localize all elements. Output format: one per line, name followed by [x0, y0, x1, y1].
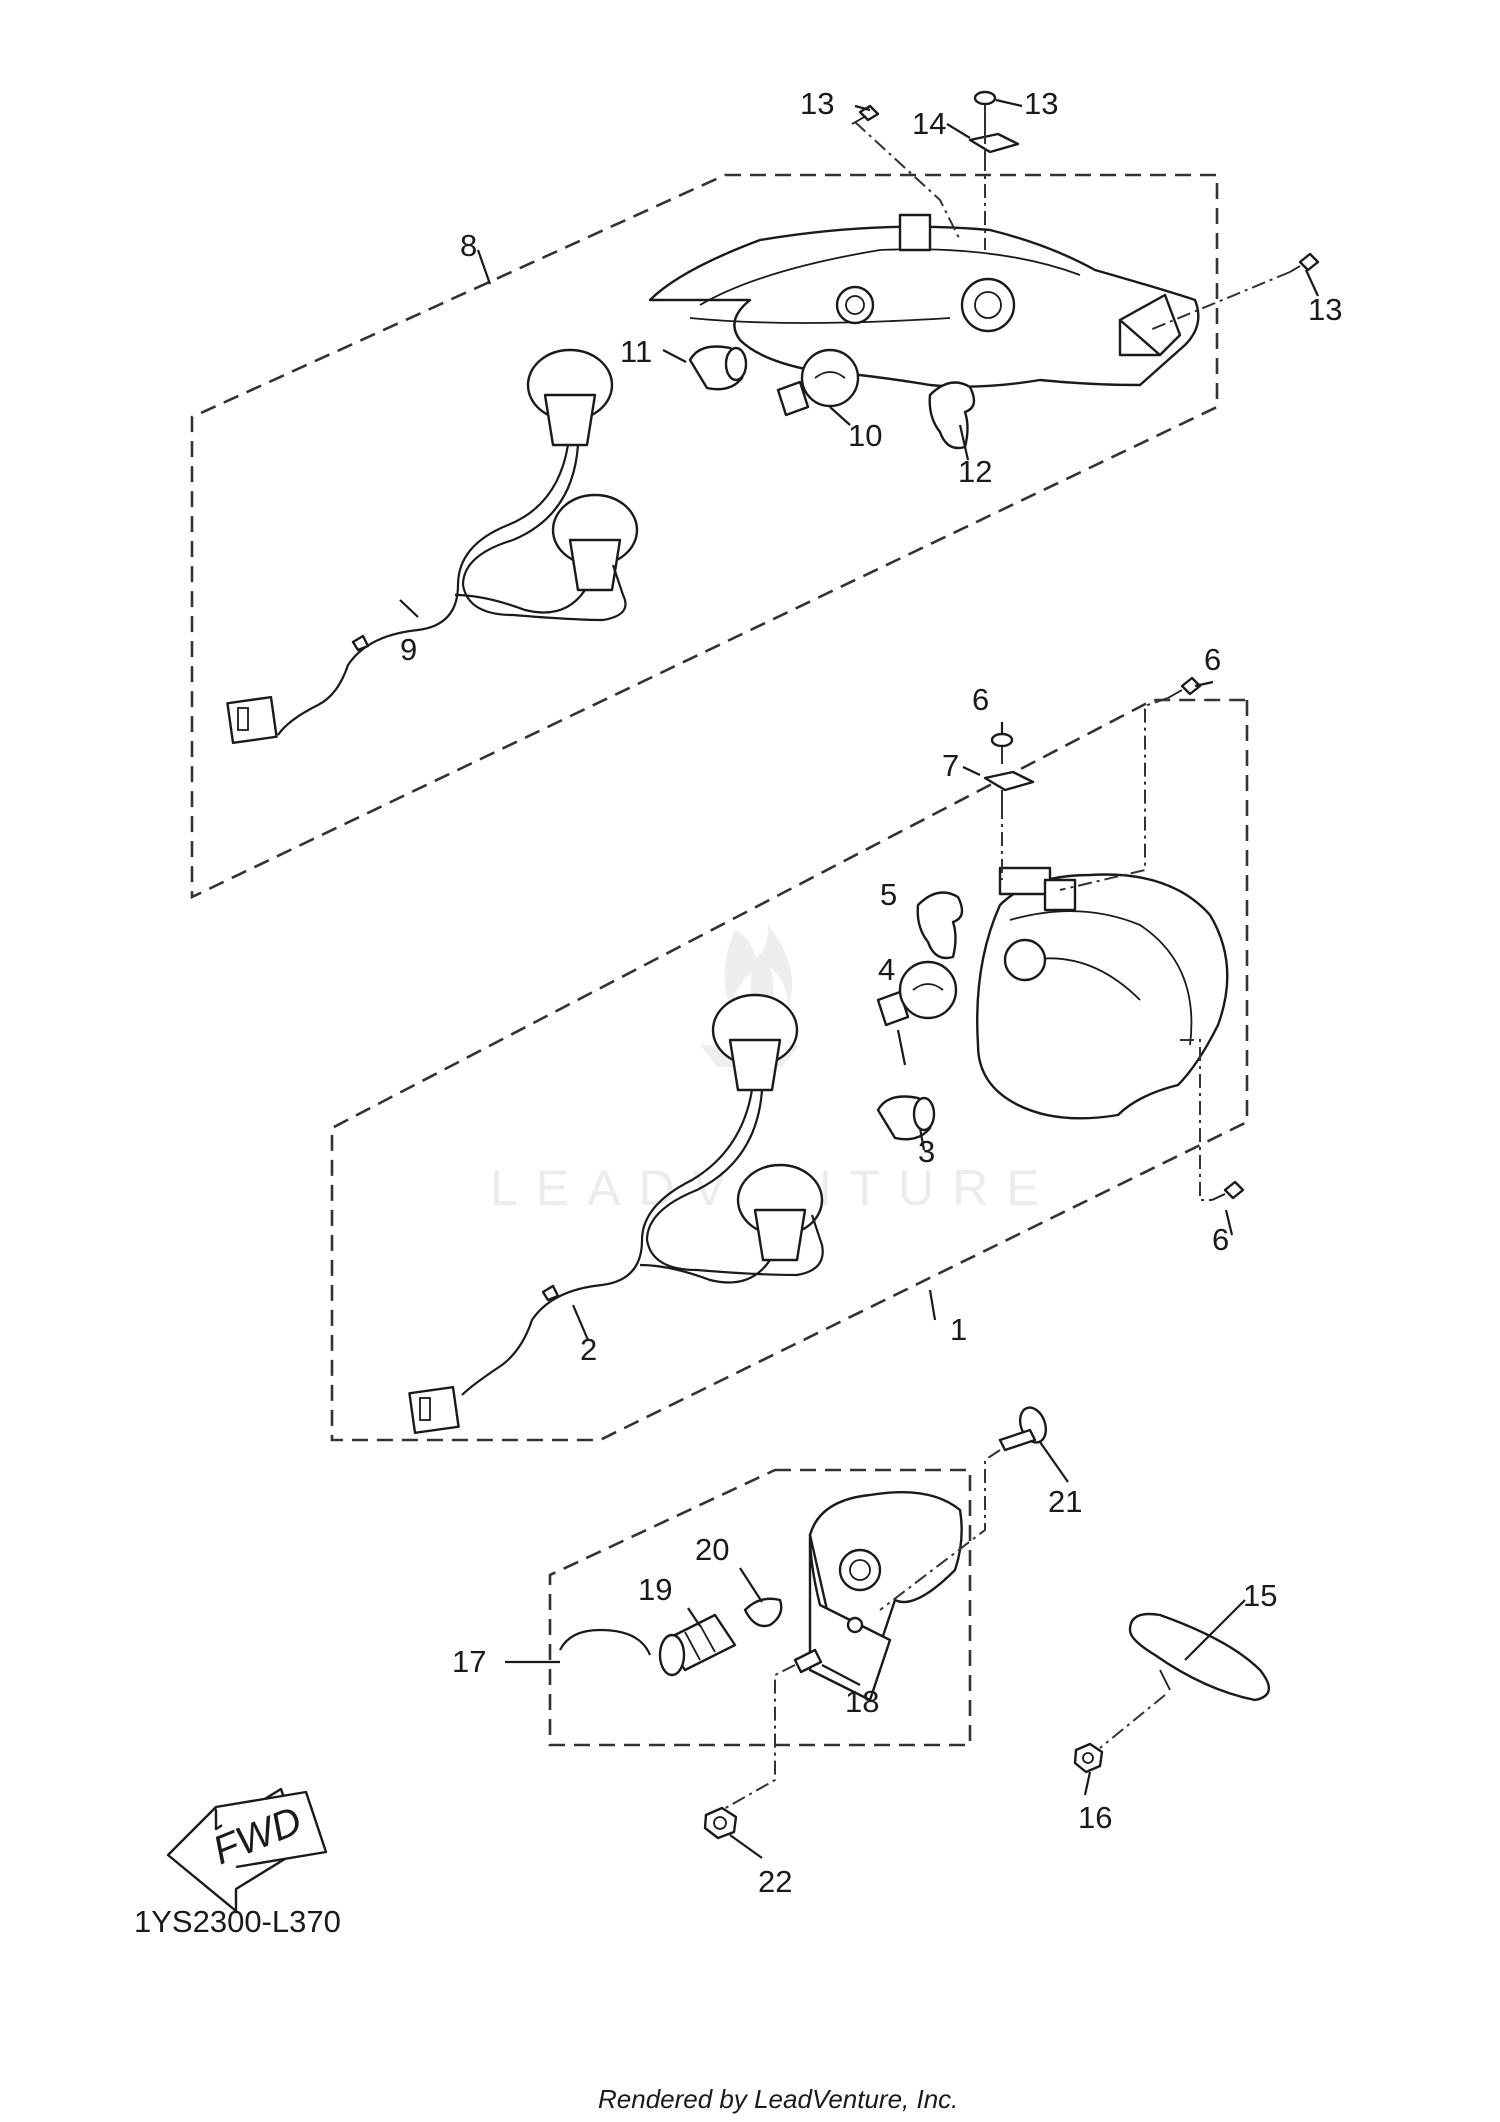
wire-harness-2-icon: [408, 993, 824, 1435]
callout-21: 21: [1048, 1484, 1082, 1519]
reflector-15-icon: [1128, 1612, 1270, 1702]
screw-6-top-left-icon: [990, 732, 1014, 764]
callout-19: 19: [638, 1572, 672, 1607]
callout-11: 11: [620, 334, 652, 369]
callout-5: 5: [880, 877, 897, 912]
clip-14-icon: [968, 132, 1020, 168]
callout-10: 10: [848, 418, 882, 453]
callout-13-right: 13: [1308, 292, 1342, 327]
callout-8: 8: [460, 228, 477, 263]
bulb-20-icon: [743, 1597, 783, 1628]
screw-18-icon: [793, 1648, 823, 1674]
callout-7: 7: [942, 748, 959, 783]
screw-13-top-right-icon: [973, 90, 997, 130]
footer-credit: Rendered by LeadVenture, Inc.: [598, 2084, 958, 2114]
reflector-12-icon: [928, 381, 976, 450]
callout-3: 3: [918, 1134, 935, 1169]
assembly-8-boundary: [190, 173, 1219, 900]
callout-17: 17: [452, 1644, 486, 1679]
leader-lines: [399, 98, 1319, 1859]
callout-15: 15: [1243, 1578, 1277, 1613]
callout-6-top-left: 6: [972, 682, 989, 717]
bulb-4-icon: [876, 960, 958, 1027]
wire-17: [559, 1628, 652, 1656]
callout-13-top-left: 13: [800, 86, 834, 121]
clip-7-icon: [983, 770, 1035, 805]
wire-harness-9-icon: [226, 348, 639, 745]
assembly-17-boundary: [548, 1468, 972, 1747]
screw-6-top-right-icon: [1167, 676, 1202, 699]
bulb-11-icon: [688, 345, 748, 391]
callout-4: 4: [878, 952, 895, 987]
callout-6-bottom: 6: [1212, 1222, 1229, 1257]
screw-6-bottom-icon: [1211, 1180, 1245, 1201]
license-light-housing: [808, 1490, 963, 1702]
front-flasher-housing: [648, 213, 1200, 388]
nut-22-icon: [703, 1806, 738, 1840]
callout-6-top-right: 6: [1204, 642, 1221, 677]
callout-16: 16: [1078, 1800, 1112, 1835]
assembly-1-boundary: [330, 698, 1249, 1442]
screw-13-right-icon: [1289, 252, 1320, 273]
callout-18: 18: [845, 1684, 879, 1719]
callout-13-top-right: 13: [1024, 86, 1058, 121]
callout-1: 1: [950, 1312, 967, 1347]
callout-2: 2: [580, 1332, 597, 1367]
callout-22: 22: [758, 1864, 792, 1899]
nut-16-icon: [1073, 1742, 1104, 1774]
screw-21-icon: [998, 1406, 1048, 1452]
bulb-10-icon: [776, 348, 860, 417]
forward-direction-arrow-icon: [166, 1787, 328, 1913]
callout-12: 12: [958, 454, 992, 489]
rear-flasher-housing: [976, 866, 1229, 1120]
reflector-5-icon: [916, 891, 964, 960]
bulb-3-icon: [876, 1095, 936, 1141]
callout-20: 20: [695, 1532, 729, 1567]
callout-14: 14: [912, 106, 946, 141]
callout-9: 9: [400, 632, 417, 667]
diagram-code: 1YS2300-L370: [134, 1904, 341, 1939]
